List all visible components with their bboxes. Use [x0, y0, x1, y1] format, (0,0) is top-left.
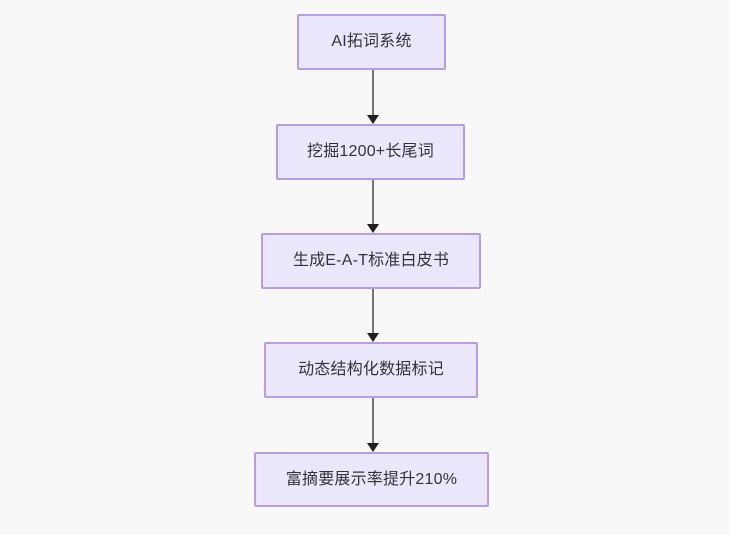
arrow-down-icon — [367, 443, 379, 452]
flow-edge-1 — [366, 70, 380, 124]
flow-node-4[interactable]: 动态结构化数据标记 — [264, 342, 478, 398]
flow-node-3[interactable]: 生成E-A-T标准白皮书 — [261, 233, 481, 289]
flow-edge-2-line — [372, 180, 374, 225]
flow-edge-3 — [366, 289, 380, 342]
flow-node-2-label: 挖掘1200+长尾词 — [307, 143, 434, 161]
flow-node-5-label: 富摘要展示率提升210% — [285, 470, 458, 488]
flow-edge-1-line — [372, 70, 374, 116]
flow-node-4-label: 动态结构化数据标记 — [298, 361, 444, 379]
flow-edge-4 — [366, 398, 380, 452]
flow-edge-3-line — [372, 289, 374, 334]
flow-edge-2 — [366, 180, 380, 233]
flow-node-1[interactable]: AI拓词系统 — [297, 14, 446, 70]
flow-edge-4-line — [372, 398, 374, 444]
arrow-down-icon — [367, 333, 379, 342]
arrow-down-icon — [367, 115, 379, 124]
flow-node-5[interactable]: 富摘要展示率提升210% — [254, 452, 489, 507]
arrow-down-icon — [367, 224, 379, 233]
flow-node-3-label: 生成E-A-T标准白皮书 — [292, 252, 450, 270]
flow-node-1-label: AI拓词系统 — [331, 33, 412, 51]
flow-node-2[interactable]: 挖掘1200+长尾词 — [276, 124, 465, 180]
